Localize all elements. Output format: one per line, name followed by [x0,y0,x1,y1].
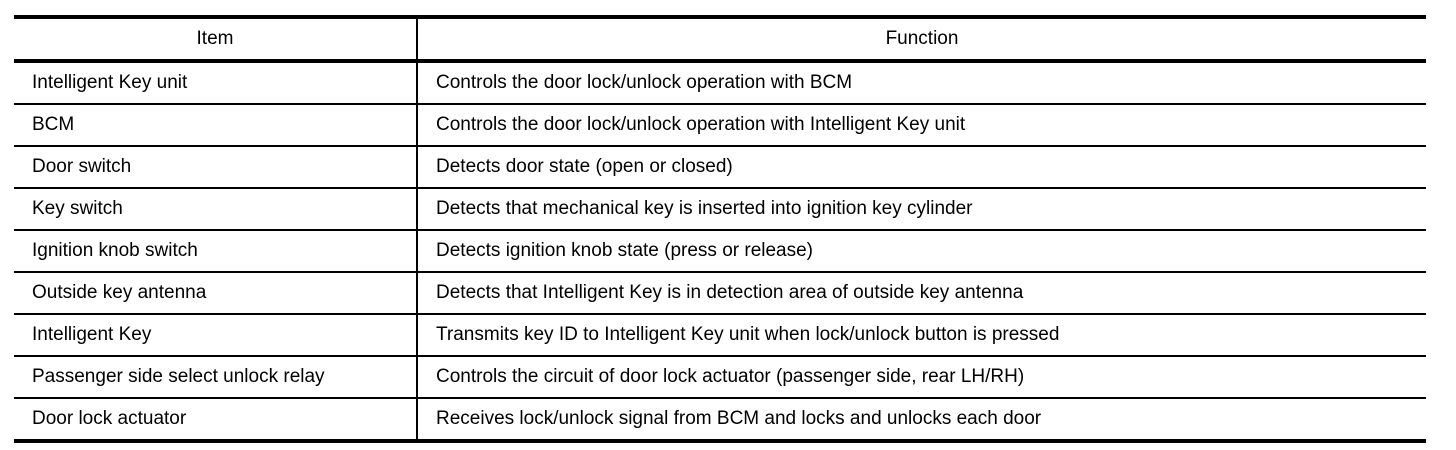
function-cell: Detects ignition knob state (press or re… [436,240,814,262]
table-row: Key switch Detects that mechanical key i… [14,188,1426,230]
table-row: Passenger side select unlock relay Contr… [14,356,1426,398]
header-row: Item Function [14,17,1426,61]
item-cell: Key switch [14,188,418,230]
item-cell: Intelligent Key [14,314,418,356]
item-cell: Door lock actuator [14,398,418,441]
function-cell: Controls the door lock/unlock operation … [436,72,853,94]
table-row: Intelligent Key Transmits key ID to Inte… [14,314,1426,356]
item-function-table: Item Function Intelligent Key unit Contr… [14,15,1426,443]
function-cell: Controls the circuit of door lock actuat… [436,366,1025,388]
table-row: Ignition knob switch Detects ignition kn… [14,230,1426,272]
header-cell-item: Item [14,17,418,61]
item-cell: BCM [14,104,418,146]
item-cell: Ignition knob switch [14,230,418,272]
table-header: Item Function [14,17,1426,61]
item-cell: Outside key antenna [14,272,418,314]
header-cell-function: Function [885,28,959,50]
function-cell: Transmits key ID to Intelligent Key unit… [436,324,1060,346]
table-row: Door switch Detects door state (open or … [14,146,1426,188]
function-cell: Controls the door lock/unlock operation … [436,114,966,136]
table-body: Intelligent Key unit Controls the door l… [14,61,1426,441]
item-cell: Passenger side select unlock relay [14,356,418,398]
table-row: Intelligent Key unit Controls the door l… [14,61,1426,104]
function-cell: Detects that mechanical key is inserted … [436,198,973,220]
table-row: Outside key antenna Detects that Intelli… [14,272,1426,314]
function-cell: Detects door state (open or closed) [436,156,733,178]
table-row: BCM Controls the door lock/unlock operat… [14,104,1426,146]
item-cell: Intelligent Key unit [14,61,418,104]
item-cell: Door switch [14,146,418,188]
function-cell: Receives lock/unlock signal from BCM and… [436,408,1042,430]
table-row: Door lock actuator Receives lock/unlock … [14,398,1426,441]
function-cell: Detects that Intelligent Key is in detec… [436,282,1024,304]
